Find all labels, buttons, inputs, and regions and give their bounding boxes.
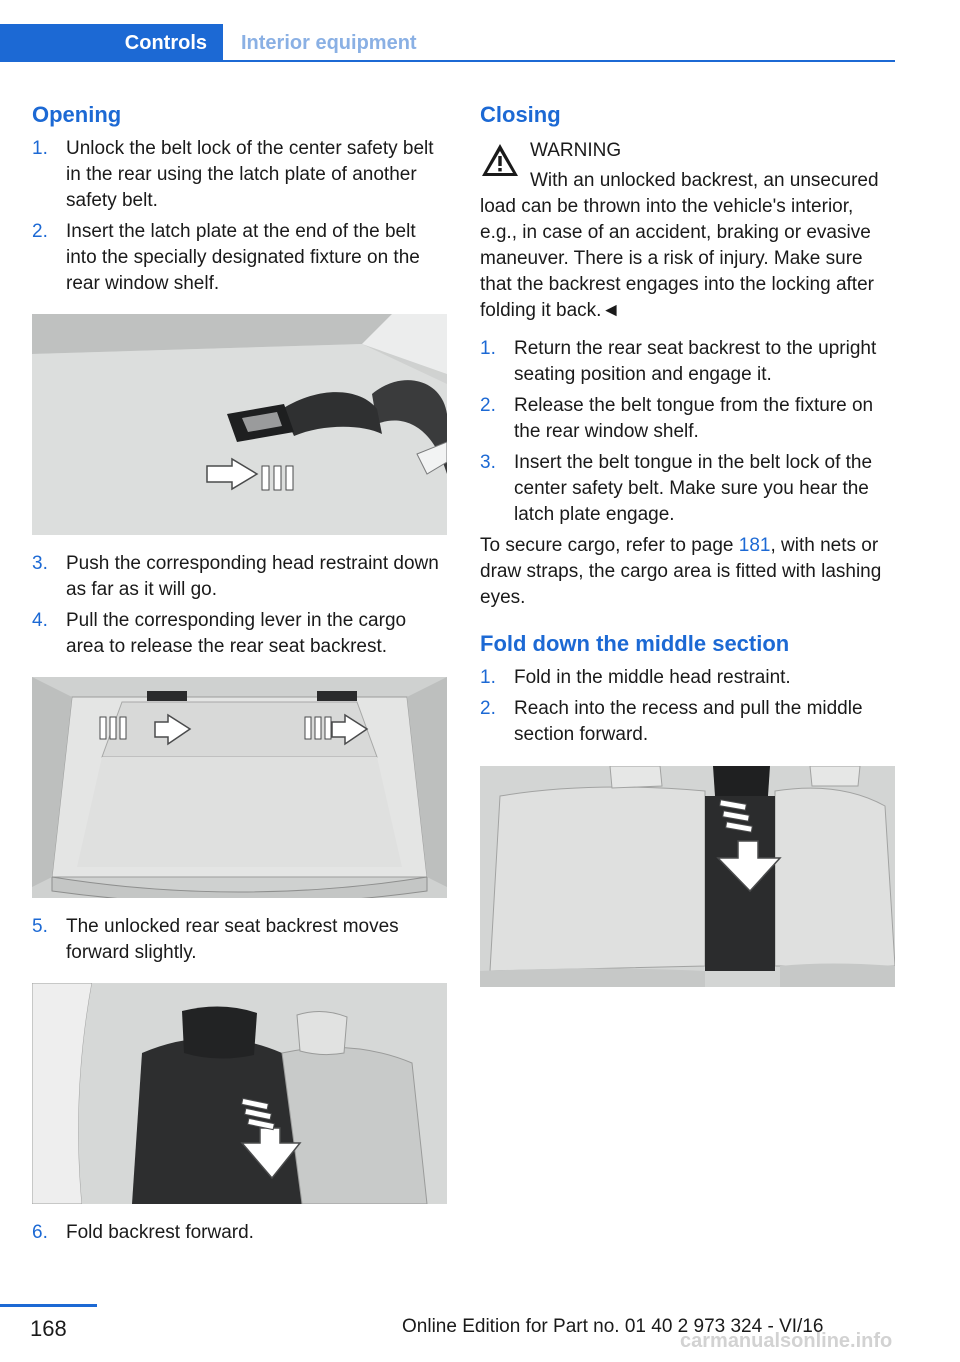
list-item: 2.Insert the latch plate at the end of t…	[32, 221, 420, 294]
page-number-rule	[0, 1304, 97, 1307]
opening-steps-d: 6.Fold backrest forward.	[32, 1220, 447, 1246]
opening-steps-a: 1.Unlock the belt lock of the center saf…	[32, 136, 447, 297]
opening-heading: Opening	[32, 102, 122, 127]
list-item: 2.Release the belt tongue from the fixtu…	[480, 395, 874, 442]
left-column: Opening 1.Unlock the belt lock of the ce…	[32, 100, 447, 1251]
list-item: 6.Fold backrest forward.	[32, 1222, 254, 1243]
list-item: 5.The unlocked rear seat backrest moves …	[32, 916, 399, 963]
header-rule	[0, 60, 895, 62]
list-item: 4.Pull the corresponding lever in the ca…	[32, 610, 407, 657]
section-tab-controls[interactable]: Controls	[0, 24, 223, 62]
list-item: 3.Insert the belt tongue in the belt loc…	[480, 452, 873, 525]
list-item: 1.Fold in the middle head restraint.	[480, 667, 791, 688]
page-number: 168	[30, 1316, 67, 1341]
figure-middle-section	[480, 766, 895, 987]
warning-text: With an unlocked backrest, an unsecured …	[480, 170, 879, 321]
page-link-181[interactable]: 181	[738, 535, 771, 556]
list-item: 1.Unlock the belt lock of the center saf…	[32, 138, 434, 211]
figure-belt-latch	[32, 314, 447, 535]
warning-block: WARNING With an unlocked backrest, an un…	[480, 138, 895, 324]
warning-title: WARNING	[530, 140, 622, 161]
figure-cargo-levers	[32, 677, 447, 898]
closing-steps: 1.Return the rear seat backrest to the u…	[480, 336, 895, 528]
warning-triangle-icon	[482, 144, 518, 176]
page-header: Controls Interior equipment	[0, 0, 960, 64]
opening-steps-c: 5.The unlocked rear seat backrest moves …	[32, 914, 447, 966]
right-column: Closing WARNING With an unlocked backres…	[480, 100, 895, 1003]
figure-backrest-forward	[32, 983, 447, 1204]
edition-text: Online Edition for Part no. 01 40 2 973 …	[402, 1316, 824, 1337]
closing-heading: Closing	[480, 102, 561, 127]
list-item: 2.Reach into the recess and pull the mid…	[480, 698, 863, 745]
opening-steps-b: 3.Push the corresponding head restraint …	[32, 551, 447, 660]
fold-middle-heading: Fold down the middle section	[480, 631, 790, 656]
watermark: carmanualsonline.info	[680, 1330, 893, 1352]
fold-middle-steps: 1.Fold in the middle head restraint. 2.R…	[480, 665, 895, 748]
list-item: 1.Return the rear seat backrest to the u…	[480, 338, 877, 385]
cargo-paragraph: To secure cargo, refer to page 181, with…	[480, 535, 882, 608]
section-tab-interior-equipment[interactable]: Interior equipment	[241, 31, 417, 54]
list-item: 3.Push the corresponding head restraint …	[32, 553, 439, 600]
